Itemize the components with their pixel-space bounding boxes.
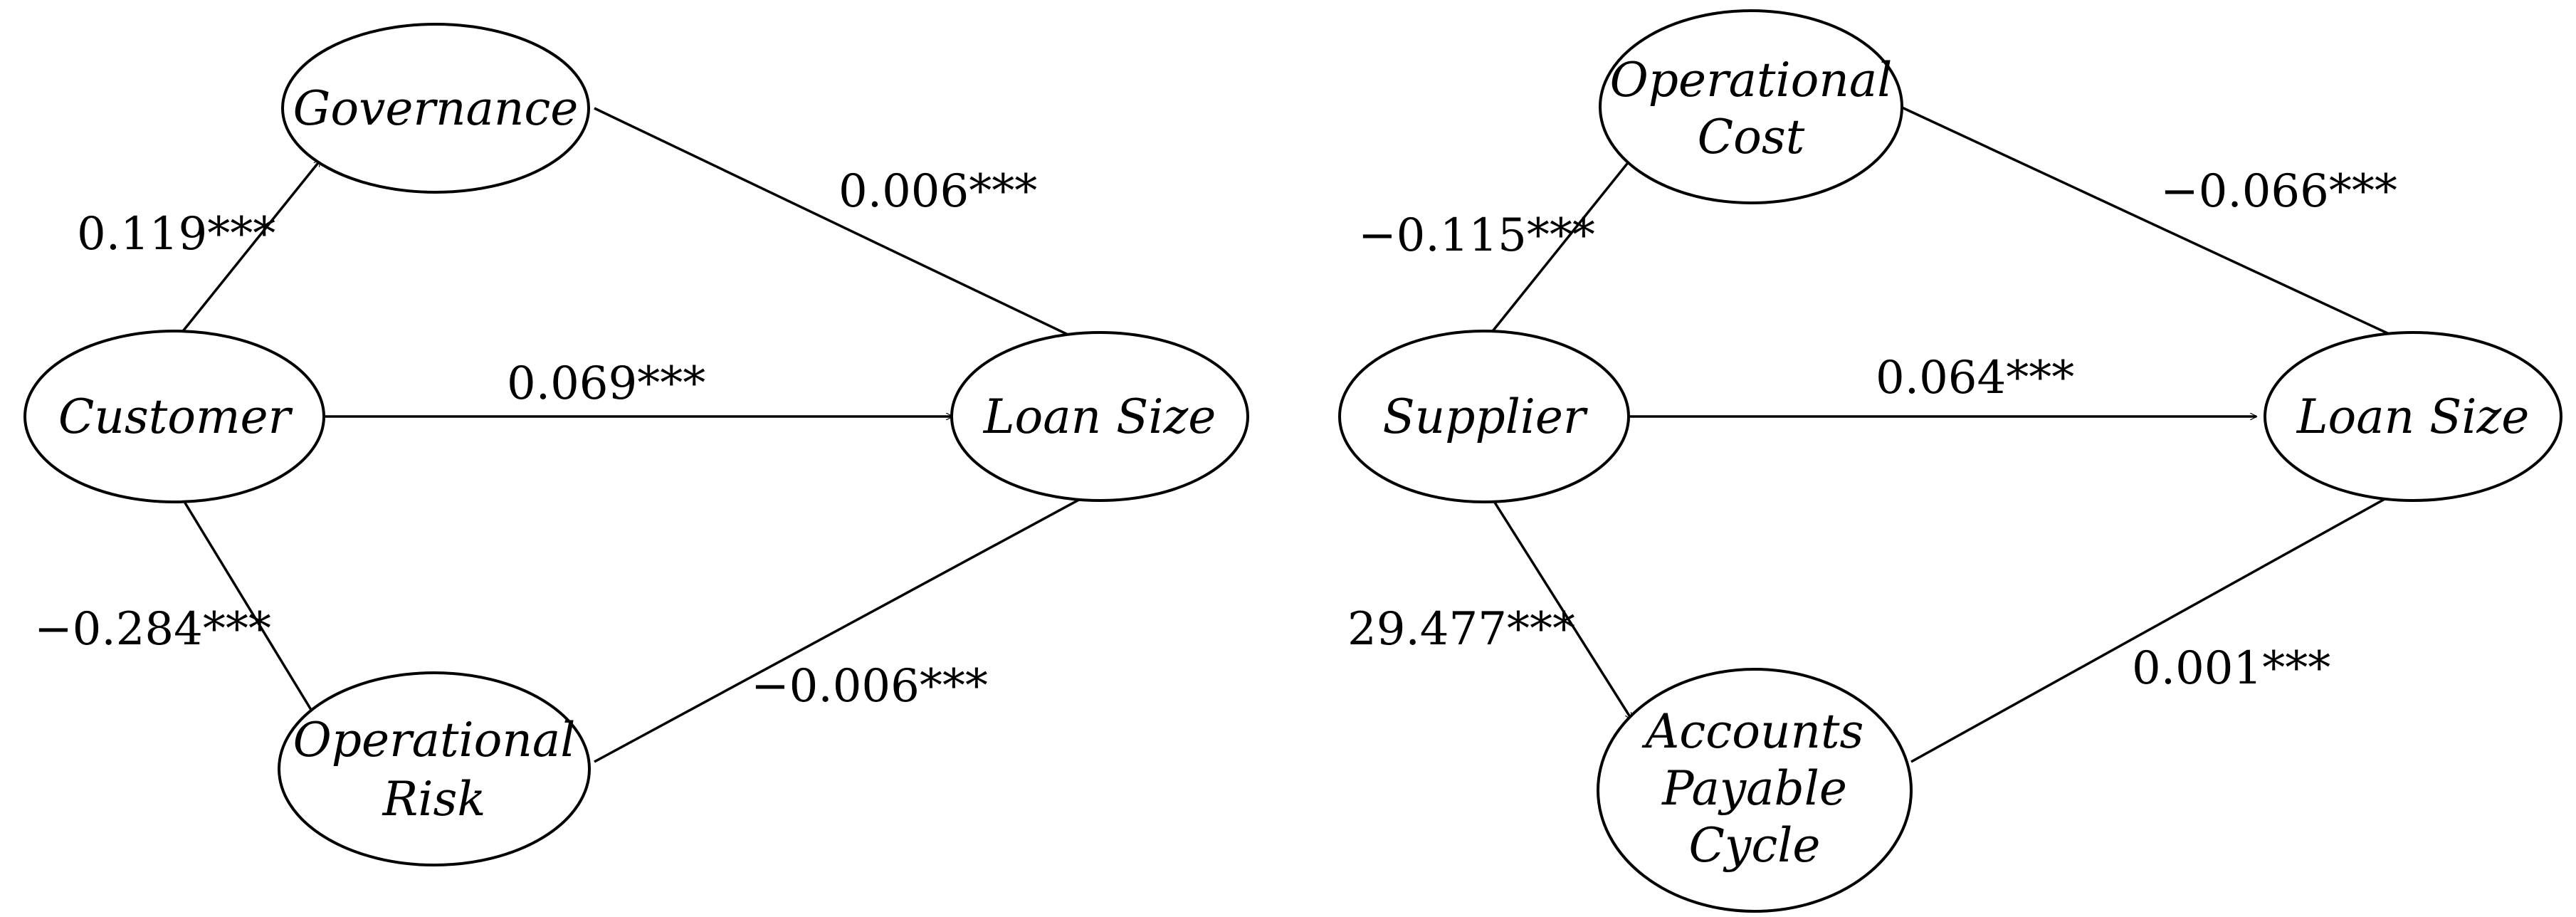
node-operational-cost-label-line2: Cost: [1698, 110, 1805, 164]
coef-governance-loan: 0.006***: [838, 165, 1037, 218]
coef-supplier-loan: 0.064***: [1876, 352, 2074, 404]
edge-risk-loan: [594, 490, 1095, 763]
node-customer: Customer: [23, 330, 325, 503]
node-governance-label: Governance: [293, 81, 579, 136]
edge-cost-loan: [1900, 105, 2406, 343]
coef-supplier-cost: −0.115***: [1358, 209, 1595, 262]
coef-cost-loan: −0.066***: [2160, 165, 2397, 218]
node-apc-label-line3: Cycle: [1689, 818, 1821, 873]
node-operational-risk: Operational Risk: [278, 671, 591, 866]
edge-supplier-apc: [1486, 491, 1633, 719]
node-operational-risk-label-line1: Operational: [293, 713, 576, 767]
node-supplier: Supplier: [1338, 330, 1630, 503]
coef-customer-loan: 0.069***: [507, 357, 705, 410]
node-accounts-payable-cycle: Accounts Payable Cycle: [1597, 668, 1913, 913]
edge-governance-loan: [594, 107, 1095, 349]
node-loan-size-label: Loan Size: [983, 389, 1216, 444]
node-operational-cost-label-line1: Operational: [1610, 53, 1893, 108]
edge-apc-loan: [1910, 490, 2399, 763]
node-customer-label: Customer: [58, 389, 293, 444]
coef-customer-risk: −0.284***: [34, 603, 271, 656]
edge-customer-risk: [177, 491, 318, 719]
edge-customer-governance: [173, 160, 320, 343]
diagram-right: Operational Cost Supplier Loan Size Acco…: [1338, 9, 2562, 913]
node-operational-risk-label-line2: Risk: [382, 772, 486, 827]
coef-supplier-apc: 29.477***: [1347, 603, 1575, 656]
coef-risk-loan: −0.006***: [751, 660, 988, 713]
diagram-left: Governance Customer Loan Size Operationa…: [23, 23, 1249, 866]
coef-customer-governance: 0.119***: [77, 208, 275, 261]
node-apc-label-line1: Accounts: [1641, 704, 1864, 759]
node-supplier-label: Supplier: [1382, 389, 1587, 444]
node-apc-label-line2: Payable: [1661, 761, 1847, 816]
node-loan-size-right-label: Loan Size: [2296, 389, 2530, 444]
node-governance: Governance: [281, 23, 590, 194]
node-loan-size: Loan Size: [950, 331, 1249, 502]
node-loan-size-right: Loan Size: [2264, 331, 2562, 502]
coef-apc-loan: 0.001***: [2132, 642, 2330, 695]
edge-supplier-cost: [1483, 142, 1644, 343]
node-operational-cost: Operational Cost: [1599, 9, 1903, 204]
